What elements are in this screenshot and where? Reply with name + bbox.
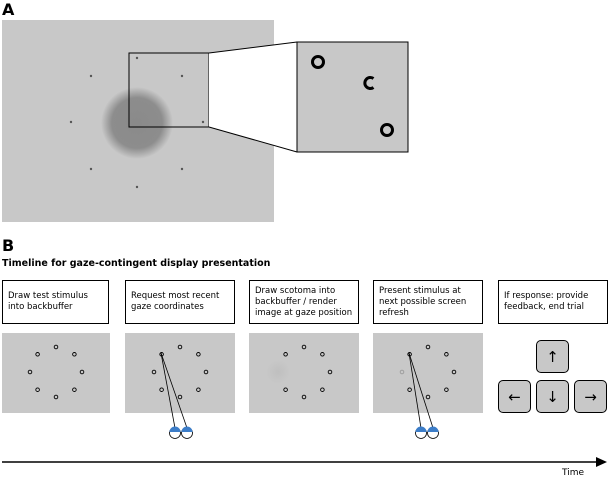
stimulus-ring-1: [72, 387, 77, 392]
stimulus-ring-3: [283, 387, 288, 392]
response-keyboard: ↑ ← ↓ →: [498, 340, 608, 414]
stimulus-ring-1: [79, 369, 85, 375]
stimulus-dots: [69, 56, 205, 189]
scotoma-blob: [101, 87, 173, 159]
eyes-screen-4: [408, 352, 439, 439]
stimulus-ring-1: [27, 369, 33, 375]
stimulus-dot: [89, 167, 93, 171]
stimulus-ring-4: [425, 394, 431, 400]
down-arrow-key[interactable]: ↓: [536, 380, 569, 413]
stimulus-dot: [135, 56, 139, 60]
step-5-box: If response: provide feedback, end trial: [498, 280, 608, 324]
stimulus-dot: [201, 120, 205, 124]
stimulus-ring-3: [301, 394, 307, 400]
time-label: Time: [562, 468, 585, 478]
stimulus-ring-2: [203, 369, 209, 375]
stimulus-ring-4: [451, 369, 457, 375]
stimulus-ring-2: [177, 344, 183, 350]
stimulus-ring-4: [425, 344, 431, 350]
up-arrow-key[interactable]: ↑: [536, 340, 569, 373]
zoom-wedge: [209, 42, 297, 152]
eyes-screen-2: [160, 352, 193, 439]
step-2-text: Request most recent gaze coordinates: [131, 291, 220, 312]
stimulus-ring-3: [320, 387, 325, 392]
right-arrow-key[interactable]: →: [574, 380, 607, 413]
stimulus-ring-4: [444, 352, 449, 357]
stimulus-ring-1: [35, 352, 40, 357]
landolt-ring-closed: [311, 55, 325, 69]
stimulus-ring-2: [159, 387, 164, 392]
stimulus-ring-1: [35, 387, 40, 392]
step-4-box: Present stimulus at next possible screen…: [373, 280, 483, 324]
step-3-box: Draw scotoma into backbuffer / render im…: [249, 280, 359, 324]
step-1-text: Draw test stimulus into backbuffer: [8, 291, 88, 312]
stimulus-ring-2: [177, 394, 183, 400]
stimulus-dot: [89, 74, 93, 78]
screen-1: [2, 333, 110, 413]
panel-a-overlay: [69, 41, 409, 189]
stimulus-ring-3: [320, 352, 325, 357]
stimulus-dot: [69, 120, 73, 124]
screen-2: [125, 333, 235, 413]
timeline-subtitle: Timeline for gaze-contingent display pre…: [2, 258, 271, 269]
landolt-c-open: [363, 76, 375, 90]
stimulus-dot: [135, 185, 139, 189]
step-5-text: If response: provide feedback, end trial: [504, 291, 589, 312]
scotoma-faint: [266, 360, 290, 384]
stimulus-ring-3: [283, 352, 288, 357]
stimulus-ring-3: [301, 344, 307, 350]
stimulus-ring-1: [72, 352, 77, 357]
stimulus-ring-1: [53, 394, 59, 400]
step-1-box: Draw test stimulus into backbuffer: [2, 280, 109, 324]
landolt-ring-closed: [380, 123, 394, 137]
stimulus-ring-3: [327, 369, 333, 375]
step-2-box: Request most recent gaze coordinates: [125, 280, 235, 324]
stimulus-ring-1: [53, 344, 59, 350]
stimulus-ring-4: [407, 387, 412, 392]
stimulus-ring-2: [151, 369, 157, 375]
step-4-text: Present stimulus at next possible screen…: [379, 285, 467, 318]
time-arrowhead: [596, 457, 607, 467]
left-arrow-key[interactable]: ←: [498, 380, 531, 413]
screen-4: [373, 333, 483, 413]
stimulus-ring-2: [196, 387, 201, 392]
stimulus-ring-4: [399, 369, 405, 375]
stimulus-dot: [180, 167, 184, 171]
stimulus-ring-4: [444, 387, 449, 392]
stimulus-dot: [180, 74, 184, 78]
stimulus-ring-2: [196, 352, 201, 357]
step-3-text: Draw scotoma into backbuffer / render im…: [255, 285, 353, 318]
panel-a-letter: A: [2, 0, 15, 19]
panel-b-letter: B: [2, 236, 15, 255]
